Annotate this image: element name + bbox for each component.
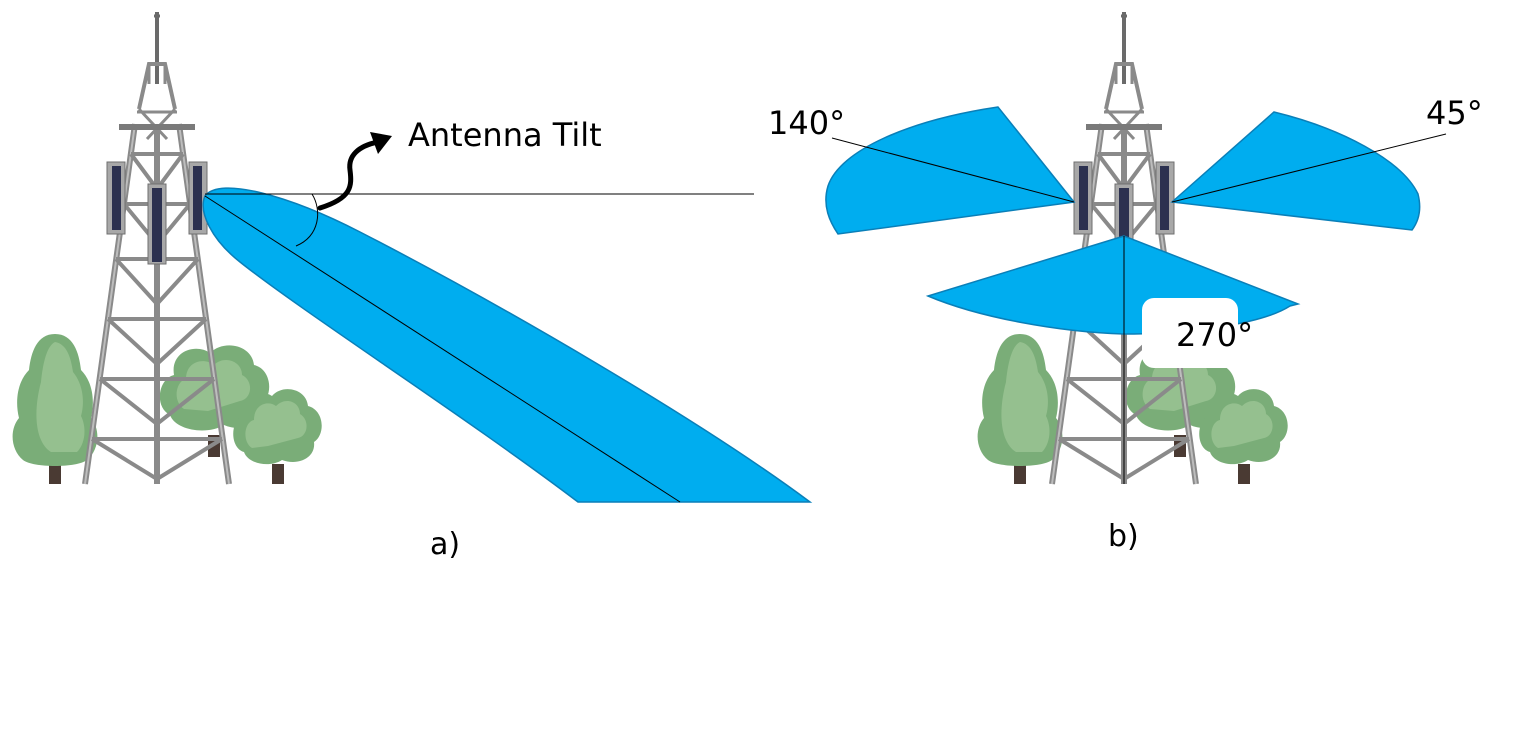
angle-label-box-bottom [1142,298,1238,368]
panel-a-scene: Antenna Tilt a) [12,12,813,562]
tree-icon [977,334,1063,484]
panel-b-scene: 140° 45° 270° b) [768,12,1483,554]
sector-beam-left [825,106,1076,235]
leader-line-left [831,137,1075,203]
curved-arrow-icon [317,132,392,211]
antenna-tilt-label: Antenna Tilt [408,116,602,154]
panel-b-caption: b) [1108,519,1139,554]
angle-label-left: 140° [768,104,845,142]
angle-label-right: 45° [1426,94,1483,132]
beam-axis-line [204,195,681,503]
tree-icon [233,389,322,484]
angle-label-bottom: 270° [1176,316,1253,354]
leader-line-right [1171,133,1447,203]
panel-a-caption: a) [430,527,460,562]
tilted-beam [202,187,813,503]
tilt-angle-arc [295,193,319,247]
tree-icon [1199,389,1288,484]
tree-icon [12,334,98,484]
